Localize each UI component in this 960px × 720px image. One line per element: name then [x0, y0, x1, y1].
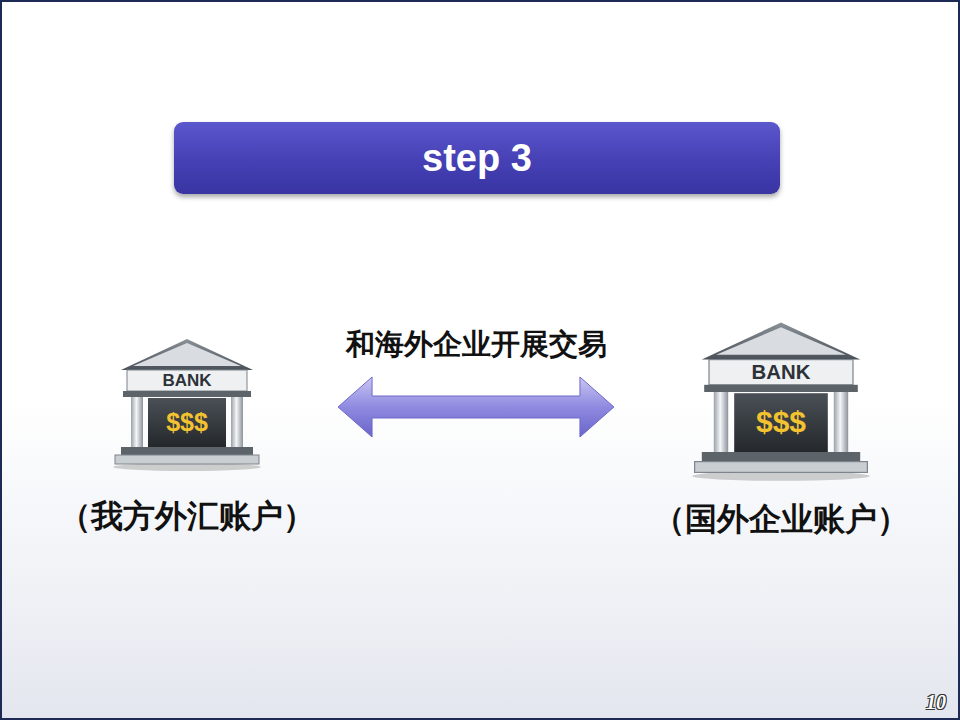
title-bar: step 3 — [174, 122, 780, 194]
bank-icon — [107, 337, 267, 472]
bank-node: BANK $$$ — [685, 320, 877, 482]
account-caption: （我方外汇账户） — [59, 495, 315, 539]
page-number: 10 — [926, 691, 946, 714]
money-symbol: $$$ — [107, 398, 267, 447]
account-caption: （国外企业账户） — [653, 498, 909, 542]
bank-sign: BANK — [107, 370, 267, 391]
money-symbol: $$$ — [685, 393, 877, 452]
bank-node: BANK $$$ — [107, 337, 267, 472]
bank-icon — [685, 320, 877, 482]
bank-sign: BANK — [685, 360, 877, 385]
double-arrow — [338, 377, 614, 437]
edge-label: 和海外企业开展交易 — [346, 325, 607, 365]
